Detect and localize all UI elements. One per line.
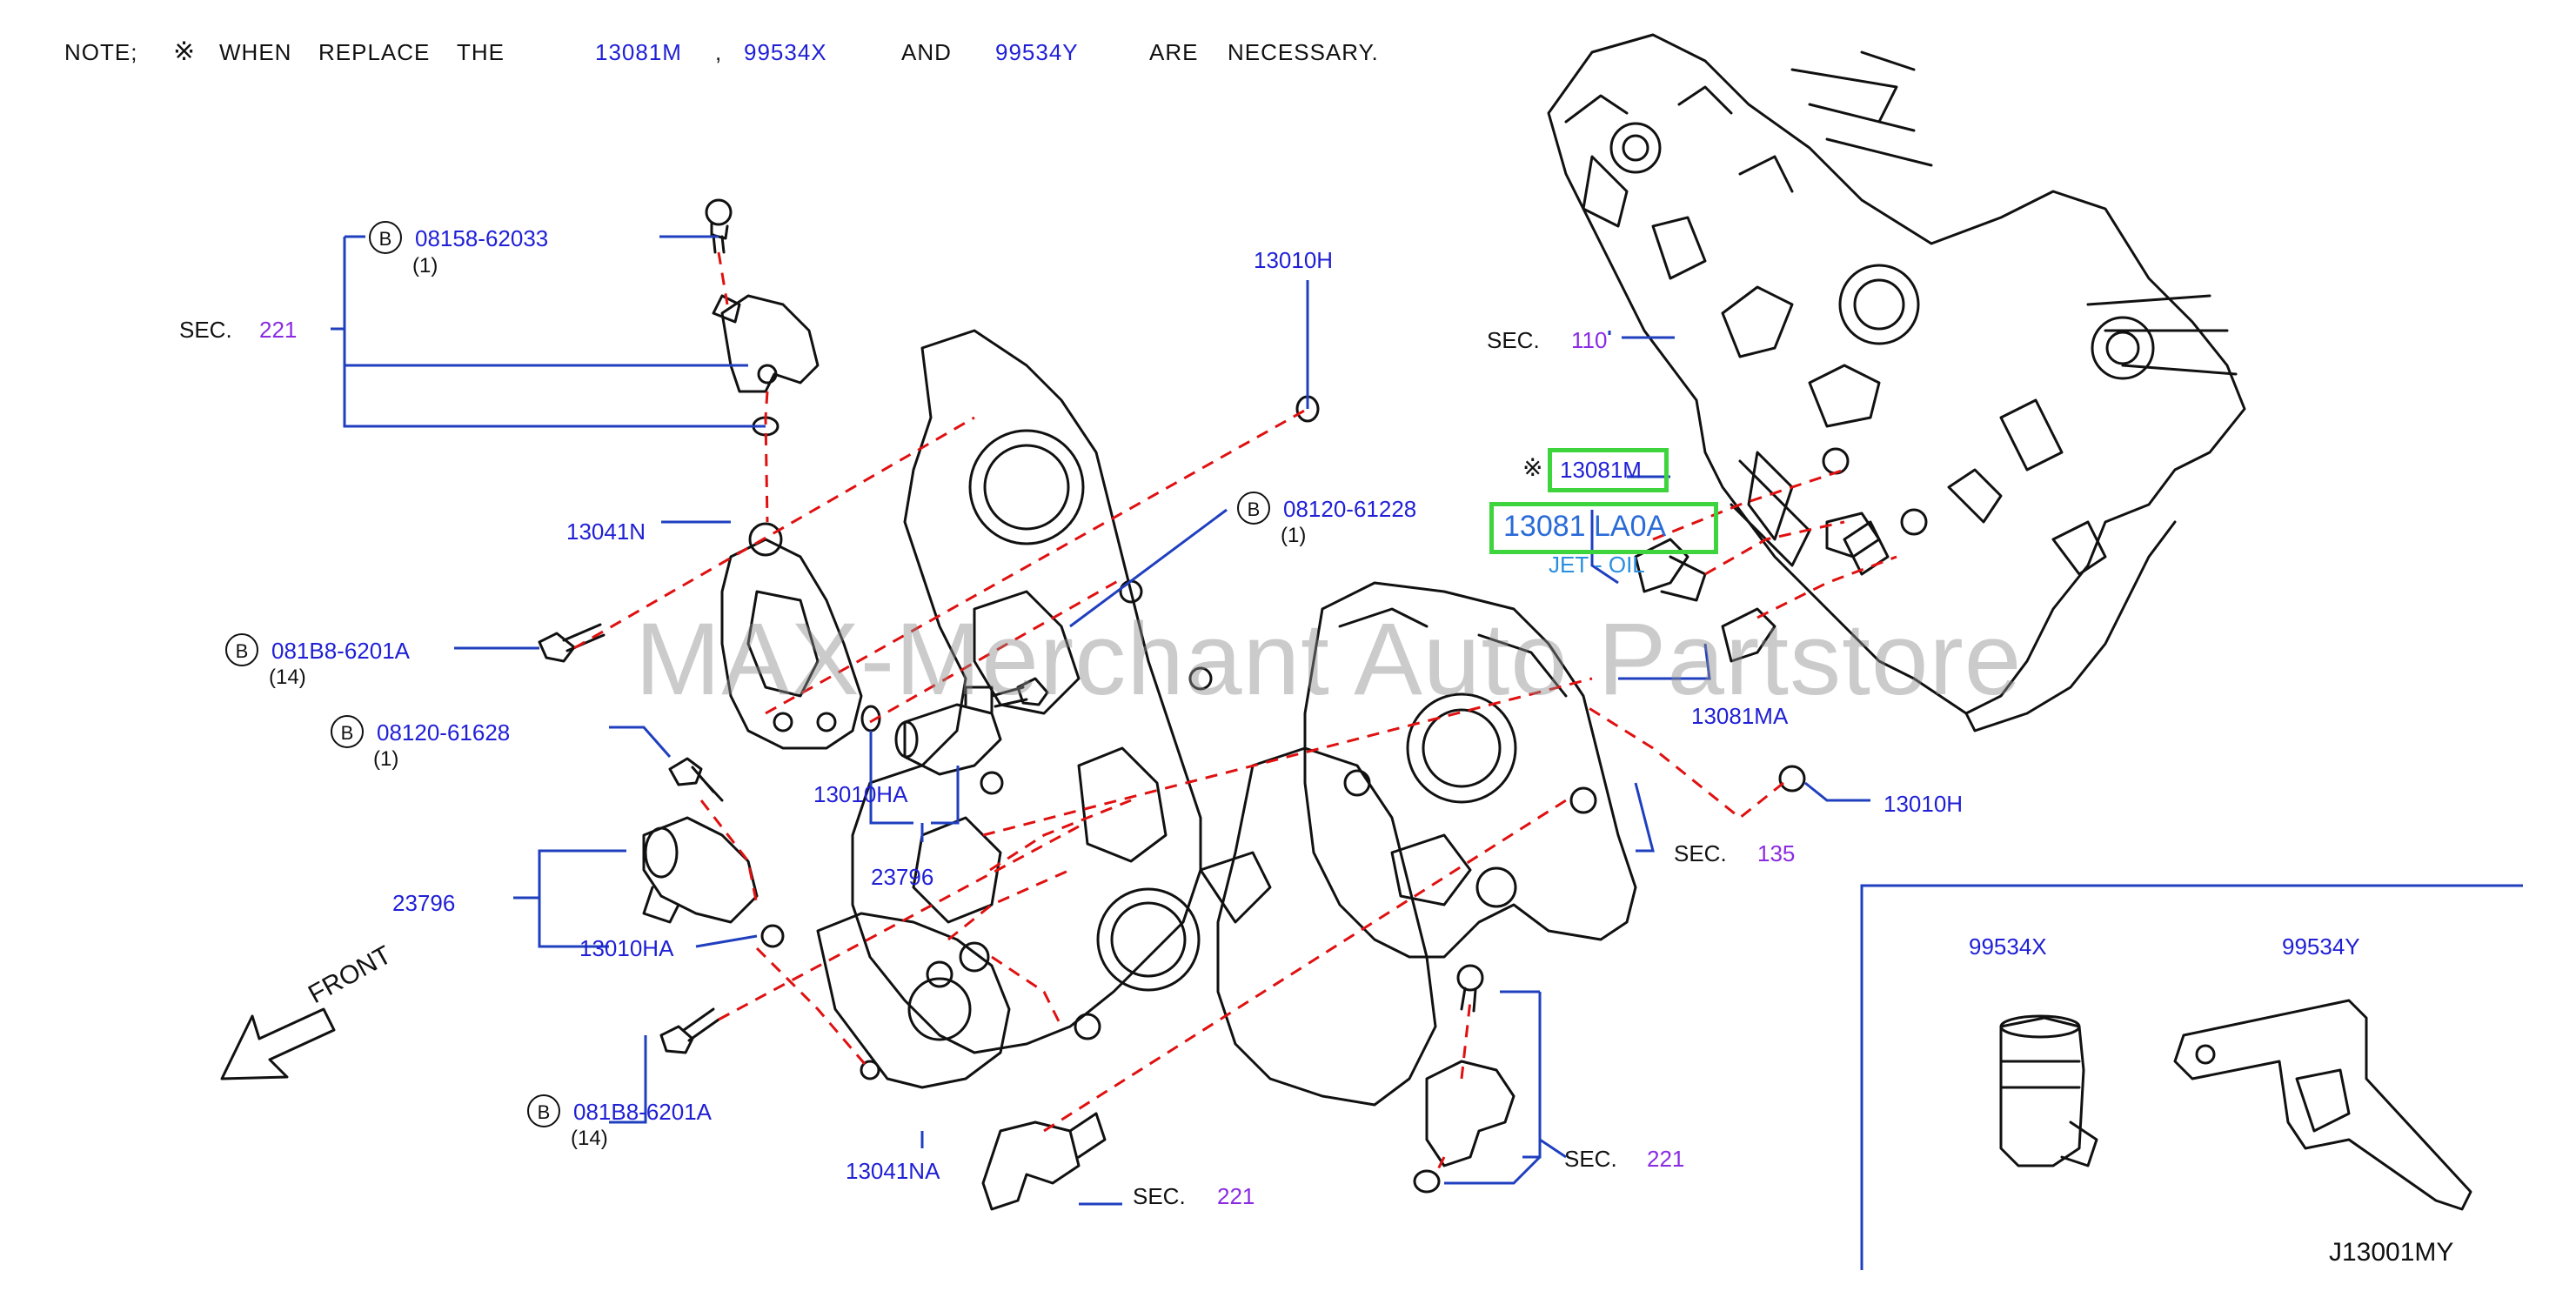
part-99534X[interactable]: 99534X xyxy=(1969,933,2047,960)
qty-081B8-6201A-bottom: (14) xyxy=(571,1127,608,1150)
part-99534X-illustration xyxy=(1999,1014,2098,1167)
replace-mark-icon: ※ xyxy=(1522,454,1543,481)
engine-block-illustration xyxy=(1547,33,2246,732)
sec-135-number[interactable]: 135 xyxy=(1757,840,1796,866)
part-081B8-6201A-top[interactable]: 081B8-6201A xyxy=(271,638,411,664)
qty-08120-61228: (1) xyxy=(1281,524,1307,547)
solenoid-23796-left-illustration xyxy=(642,816,759,924)
sec-221-bottom-number[interactable]: 221 xyxy=(1217,1183,1255,1209)
note-are: ARE xyxy=(1149,39,1199,65)
sec-221-right-number[interactable]: 221 xyxy=(1647,1146,1685,1172)
jet-oil-label: JET - OIL xyxy=(1549,552,1645,578)
part-23796-mid[interactable]: 23796 xyxy=(871,864,934,890)
qty-081B8-6201A-top: (14) xyxy=(269,666,306,689)
note-part-13081M[interactable]: 13081M xyxy=(595,39,682,65)
part-13010HA-left[interactable]: 13010HA xyxy=(579,935,674,961)
note-text-when: WHEN xyxy=(219,39,292,65)
part-99534Y-illustration xyxy=(2173,999,2472,1211)
sec-221-right-label: SEC. xyxy=(1564,1146,1617,1172)
part-13081M[interactable]: 13081M xyxy=(1560,457,1642,483)
part-13081LA0A[interactable]: 13081 LA0A xyxy=(1503,510,1667,543)
note-prefix: NOTE; xyxy=(64,39,138,65)
watermark-text: MAX-Merchant Auto Partstore xyxy=(635,602,2023,717)
part-23796-left[interactable]: 23796 xyxy=(392,890,456,916)
front-arrow-icon xyxy=(220,1007,336,1080)
b-circle-icon: B xyxy=(1237,492,1270,525)
sec-110-number[interactable]: 110 xyxy=(1571,327,1608,353)
note-part-99534X[interactable]: 99534X xyxy=(744,39,827,65)
bolt-08120-61628-illustration xyxy=(668,757,724,802)
bolt-top-illustration xyxy=(705,198,733,254)
qty-08120-61628: (1) xyxy=(373,747,399,771)
inset-frame xyxy=(1860,884,2523,1270)
cover-13041NA-illustration xyxy=(816,912,1011,1089)
b-circle-icon: B xyxy=(527,1094,560,1127)
qty-08158-62033: (1) xyxy=(412,254,438,278)
b-circle-icon: B xyxy=(369,221,402,254)
cover-13041N-illustration xyxy=(720,522,863,750)
note-necessary: NECESSARY. xyxy=(1228,39,1379,65)
highlight-13081M xyxy=(1548,448,1669,492)
note-part-99534Y[interactable]: 99534Y xyxy=(995,39,1079,65)
crank-sensor-bottom-illustration xyxy=(981,1112,1107,1211)
front-cover-illustration xyxy=(1199,581,1637,959)
part-13041NA[interactable]: 13041NA xyxy=(846,1158,940,1184)
camshaft-sensor-top-illustration xyxy=(712,294,820,393)
sec-221-bottom-label: SEC. xyxy=(1133,1183,1186,1209)
diagram-id: J13001MY xyxy=(2329,1238,2454,1267)
part-13010H-right[interactable]: 13010H xyxy=(1883,791,1964,817)
camshaft-sensor-right-illustration xyxy=(1425,964,1515,1167)
note-text-replace: REPLACE xyxy=(318,39,431,65)
part-13041N[interactable]: 13041N xyxy=(566,518,646,545)
sec-221-top-label: SEC. xyxy=(179,317,232,343)
b-circle-icon: B xyxy=(331,715,364,748)
timing-cover-illustration xyxy=(851,329,1437,1107)
note-comma: , xyxy=(715,39,723,65)
note-text-the: THE xyxy=(457,39,505,65)
b-circle-icon: B xyxy=(225,633,258,666)
part-13010HA-mid[interactable]: 13010HA xyxy=(813,781,908,807)
sec-135-label: SEC. xyxy=(1674,840,1727,866)
jet-oil-illustration xyxy=(1634,538,1776,663)
bolt-081B8-bottom-illustration xyxy=(659,1007,720,1054)
bolt-08120-61228-illustration xyxy=(990,677,1049,708)
part-99534Y[interactable]: 99534Y xyxy=(2282,933,2360,960)
part-08158-62033[interactable]: 08158-62033 xyxy=(415,225,549,251)
bolt-081B8-top-illustration xyxy=(538,623,606,663)
note-and: AND xyxy=(901,39,952,65)
sec-221-top-number[interactable]: 221 xyxy=(259,317,298,343)
part-13081MA[interactable]: 13081MA xyxy=(1691,703,1789,729)
solenoid-23796-mid-illustration xyxy=(894,686,1002,776)
sec-110-label: SEC. xyxy=(1487,327,1540,353)
part-08120-61228[interactable]: 08120-61228 xyxy=(1283,496,1417,522)
highlight-13081LA0A xyxy=(1489,502,1718,554)
part-081B8-6201A-bottom[interactable]: 081B8-6201A xyxy=(573,1099,713,1125)
note-mark-icon: ※ xyxy=(173,37,197,66)
part-08120-61628[interactable]: 08120-61628 xyxy=(377,719,511,746)
part-13010H-top[interactable]: 13010H xyxy=(1254,247,1334,273)
